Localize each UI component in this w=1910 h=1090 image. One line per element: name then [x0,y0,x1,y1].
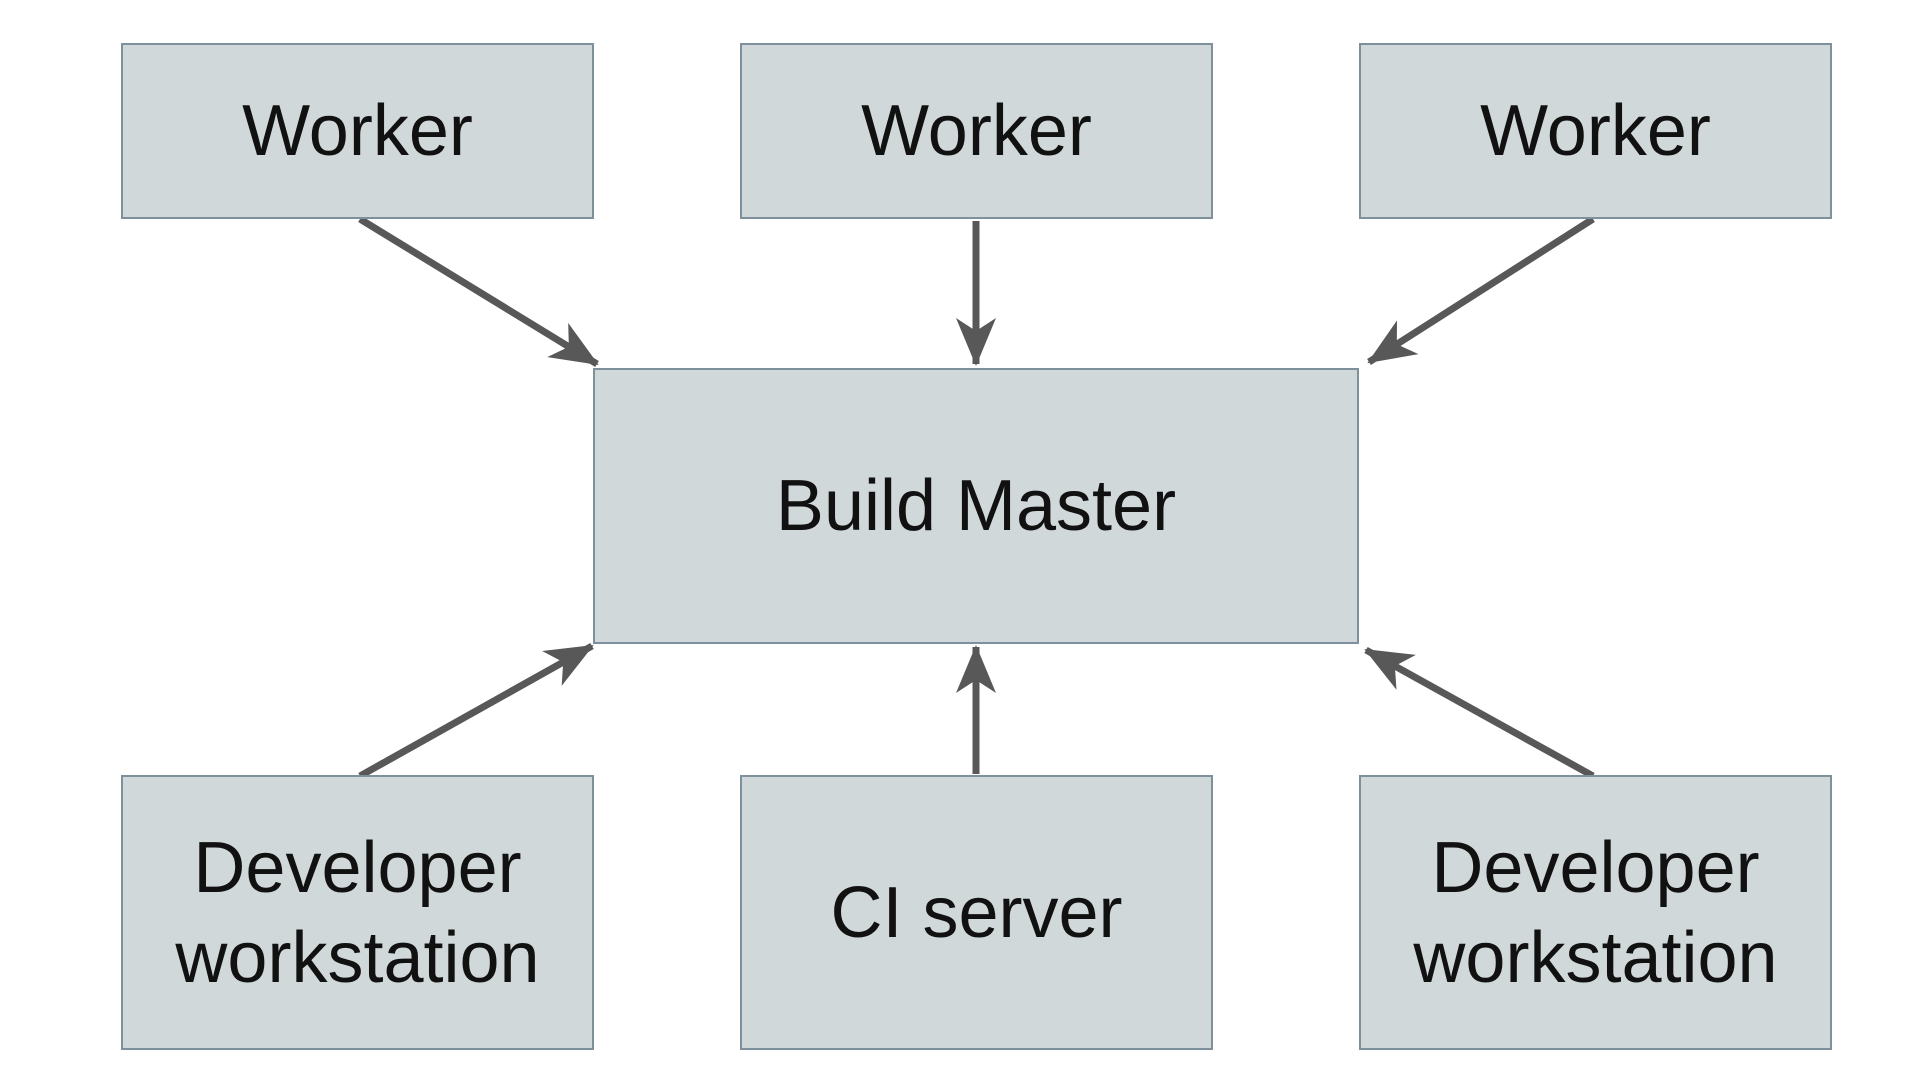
arrow-dev-workstation-2-to-build-master [1364,646,1595,780]
node-developer-workstation-1-label: Developer workstation [175,827,540,998]
node-ci-server: CI server [740,775,1213,1050]
node-developer-workstation-2-label: Developer workstation [1413,827,1778,998]
node-build-master: Build Master [593,368,1359,644]
node-developer-workstation-1: Developer workstation [121,775,594,1050]
arrow-worker-1-to-build-master [358,216,599,367]
node-ci-server-label: CI server [830,872,1123,953]
node-worker-2-label: Worker [861,91,1092,171]
node-worker-1: Worker [121,43,594,219]
node-worker-2: Worker [740,43,1213,219]
node-worker-3-label: Worker [1480,91,1711,171]
node-developer-workstation-2: Developer workstation [1359,775,1832,1050]
arrow-worker-3-to-build-master [1367,216,1595,365]
arrow-dev-workstation-1-to-build-master [358,642,594,780]
node-build-master-label: Build Master [775,466,1177,546]
node-worker-3: Worker [1359,43,1832,219]
node-worker-1-label: Worker [242,91,473,171]
